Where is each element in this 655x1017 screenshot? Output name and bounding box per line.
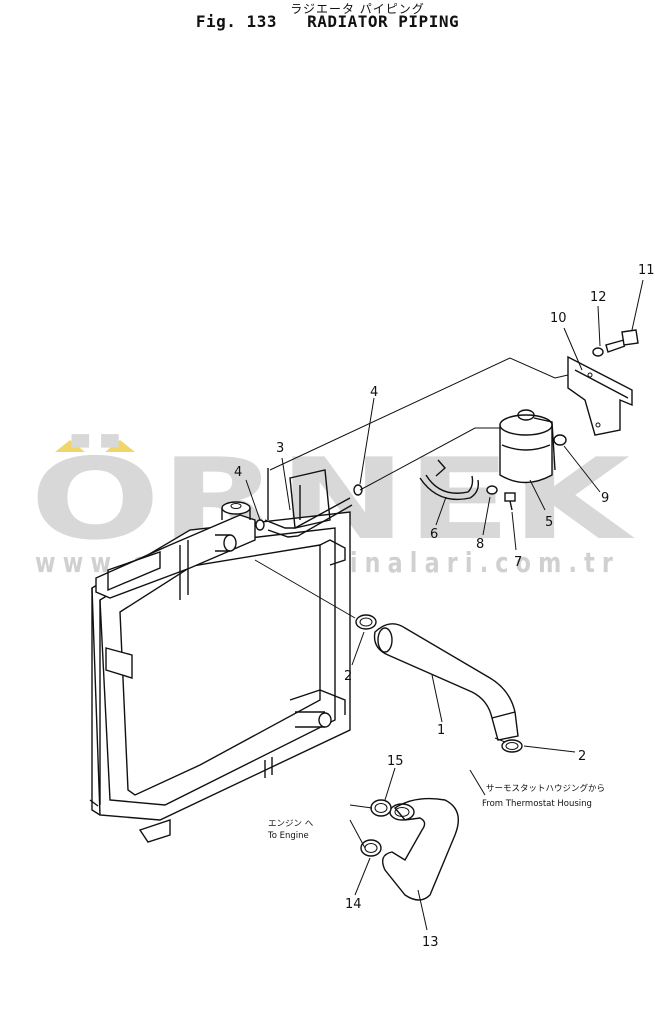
bolt-9 <box>553 434 567 446</box>
nut-8 <box>486 485 498 495</box>
callout-13: 13 <box>422 935 439 950</box>
guide-lines <box>254 357 569 849</box>
callout-6: 6 <box>430 527 438 542</box>
figure-name: RADIATOR PIPING <box>307 12 460 31</box>
callout-10: 10 <box>550 311 567 326</box>
radiator <box>89 469 351 843</box>
bolt-7 <box>504 492 516 511</box>
notes: エンジン へ To Engine サーモスタットハウジングから From The… <box>267 783 605 841</box>
hose-clamp-2-lower <box>501 739 523 753</box>
callout-9: 9 <box>601 491 609 506</box>
watermark-accent-right <box>105 440 135 452</box>
callout-12: 12 <box>590 290 607 305</box>
callouts: 1 2 2 3 4 4 5 6 7 8 9 10 11 12 13 14 15 <box>234 263 655 950</box>
hose-clamp-2-upper <box>355 614 377 630</box>
reserve-tank <box>499 409 556 484</box>
note-thermostat-jp: サーモスタットハウジングから <box>486 783 605 794</box>
callout-2-lower: 2 <box>578 749 586 764</box>
callout-5: 5 <box>545 515 553 530</box>
callout-4-right: 4 <box>370 385 378 400</box>
upper-hose <box>373 623 519 741</box>
tank-band <box>419 459 480 501</box>
clip-4-left <box>255 519 265 531</box>
washer-12 <box>592 347 604 357</box>
callout-11: 11 <box>638 263 655 278</box>
callout-1: 1 <box>437 723 445 738</box>
watermark-accent-left <box>55 440 85 452</box>
callout-8: 8 <box>476 537 484 552</box>
callout-15: 15 <box>387 754 404 769</box>
callout-4-left: 4 <box>234 465 242 480</box>
callout-3: 3 <box>276 441 284 456</box>
leader-lines <box>245 279 644 931</box>
note-thermostat-en: From Thermostat Housing <box>482 799 592 809</box>
callout-7: 7 <box>514 555 522 570</box>
lower-hose <box>382 797 459 901</box>
figure-number: Fig. 133 <box>195 12 277 31</box>
hose-clamp-14 <box>360 839 382 857</box>
figure-title: Fig. 133 RADIATOR PIPING <box>0 12 655 31</box>
overflow-pipe <box>264 468 353 538</box>
callout-14: 14 <box>345 897 362 912</box>
note-to-engine-en: To Engine <box>267 831 309 841</box>
clip-4-right <box>353 484 363 496</box>
hose-clamp-15 <box>370 799 392 817</box>
figure-title-japanese: ラジエータ パイピング <box>290 2 425 16</box>
callout-2-upper: 2 <box>344 669 352 684</box>
bolt-11 <box>605 329 639 353</box>
note-to-engine-jp: エンジン へ <box>268 819 314 829</box>
tank-bracket <box>567 355 633 436</box>
